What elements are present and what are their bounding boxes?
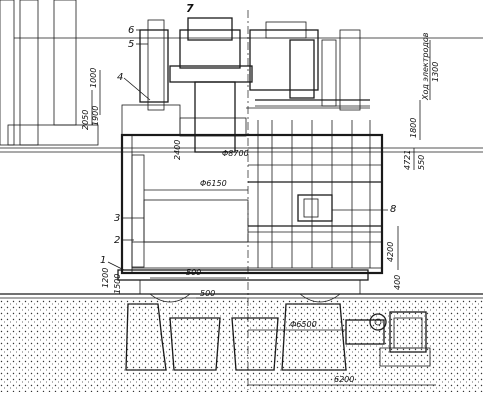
dim-550: 550 — [417, 155, 426, 170]
dim-500-a: 500 — [186, 268, 201, 277]
dim-1200: 1200 — [101, 268, 110, 288]
furnace-shell — [120, 10, 384, 390]
shell-horizontal-bands — [248, 147, 382, 233]
electrode-mast-assembly — [139, 17, 370, 153]
dim-4721: 4721 — [403, 150, 412, 170]
callout-leaders — [107, 29, 388, 271]
dim-dia8700: Φ8700 — [222, 149, 249, 158]
dim-1500: 1500 — [113, 274, 122, 294]
dim-400: 400 — [393, 275, 402, 290]
electrode-stroke-label: Ход электродов — [421, 32, 430, 101]
callout-7: 7 — [186, 2, 194, 15]
dim-1900: 1900 — [91, 106, 100, 126]
callout-6: 6 — [128, 25, 134, 36]
working-door — [297, 194, 333, 222]
dim-6200: 6200 — [334, 375, 354, 384]
callout-8: 8 — [390, 204, 396, 215]
callout-3: 3 — [114, 213, 120, 224]
callout-5: 5 — [128, 39, 134, 50]
dim-1800: 1800 — [409, 118, 418, 138]
left-building-columns — [0, 0, 483, 153]
dim-dia6150: Φ6150 — [200, 179, 227, 188]
dim-500-b: 500 — [200, 289, 215, 298]
dim-2400: 2400 — [173, 140, 182, 160]
dim-2050: 2050 — [81, 110, 90, 130]
dim-1300: 1300 — [431, 62, 440, 82]
callout-4: 4 — [117, 72, 123, 83]
dimension-lines — [91, 40, 436, 386]
tilting-cradle — [117, 269, 369, 303]
shell-vertical-stiffeners — [257, 120, 371, 268]
callout-2: 2 — [114, 235, 120, 246]
foundation — [0, 300, 483, 392]
tilt-drive-mechanism — [345, 311, 431, 367]
dim-1000: 1000 — [89, 68, 98, 88]
callout-1: 1 — [100, 255, 106, 266]
dimension-labels: 2050 1000 1900 2400 Φ8700 Φ6150 1200 500… — [81, 32, 440, 384]
callout-numbers: 7 6 5 4 3 2 1 8 — [100, 2, 396, 266]
dim-dia6500: Φ6500 — [290, 320, 317, 329]
dim-4200: 4200 — [386, 242, 395, 262]
